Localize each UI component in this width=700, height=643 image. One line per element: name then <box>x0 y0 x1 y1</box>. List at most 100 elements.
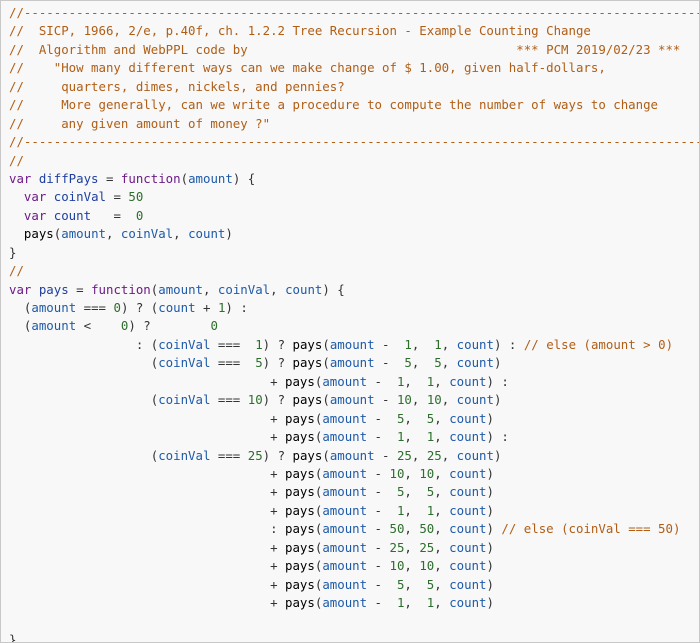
code-token-plain: : ( <box>9 336 159 352</box>
code-token-plain: ( <box>9 392 159 408</box>
code-token-plain: ) : <box>486 373 509 389</box>
code-line: + pays(amount - 1, 1, count) : <box>9 373 699 391</box>
code-token-prop: coinVal <box>158 447 211 463</box>
code-token-plain: , <box>404 539 420 555</box>
code-token-prop: count <box>449 502 487 518</box>
code-token-plain: = <box>105 189 129 205</box>
code-token-plain: ) <box>486 595 494 610</box>
code-token-num: 50 <box>419 521 435 537</box>
code-token-num: 25 <box>419 539 435 555</box>
code-line: pays(amount, coinVal, count) <box>9 225 699 243</box>
code-token-plain: + <box>9 484 286 500</box>
code-token-plain: - <box>367 465 390 481</box>
code-token-fn: pays <box>292 355 323 371</box>
code-token-prop: amount <box>322 373 368 389</box>
code-token-plain: , <box>411 336 435 352</box>
code-line: + pays(amount - 10, 10, count) <box>9 557 699 575</box>
code-token-prop: coinVal <box>120 226 174 242</box>
code-token-prop: count <box>456 355 494 371</box>
code-token-prop: count <box>449 373 487 389</box>
code-token-plain: ( <box>314 595 323 610</box>
code-line: // <box>9 262 699 280</box>
code-token-plain: , <box>404 558 420 574</box>
code-token-kw: function <box>91 281 151 297</box>
code-token-plain: ) ? ( <box>120 300 159 315</box>
code-token-prop: count <box>449 465 487 481</box>
code-token-plain: - <box>367 429 397 445</box>
code-token-num: 1 <box>426 595 435 610</box>
code-token-plain: ( <box>322 392 330 408</box>
code-token-num: 0 <box>135 207 144 223</box>
code-token-kw: function <box>120 170 181 186</box>
code-line: + pays(amount - 1, 1, count) <box>9 594 699 612</box>
code-token-num: 0 <box>120 318 129 334</box>
code-token-plain: + <box>9 502 286 518</box>
code-token-plain: ( <box>314 410 323 426</box>
code-token-plain: + <box>9 429 286 445</box>
code-token-num: 1 <box>396 373 405 389</box>
code-token-fn: pays <box>285 410 315 426</box>
code-line: + pays(amount - 1, 1, count) <box>9 502 699 520</box>
code-token-num: 1 <box>404 336 412 352</box>
code-token-prop: amount <box>31 300 77 315</box>
code-token-plain: ) <box>493 355 502 371</box>
code-token-num: 5 <box>396 484 405 500</box>
code-token-plain: , <box>270 281 286 297</box>
code-line: + pays(amount - 5, 5, count) <box>9 410 699 428</box>
code-token-plain: , <box>434 576 450 592</box>
code-token-num: 5 <box>426 576 435 592</box>
code-token-fn: pays <box>285 558 315 574</box>
code-token-prop: count <box>285 281 323 297</box>
code-token-num: 5 <box>434 355 442 371</box>
code-token-prop: amount <box>322 484 368 500</box>
code-token-plain: , <box>404 595 427 610</box>
code-token-num: 50 <box>389 521 405 537</box>
code-token-num: 50 <box>128 189 144 205</box>
code-token-plain <box>9 226 24 241</box>
code-token-plain: + <box>9 558 286 574</box>
code-token-plain: ) <box>486 502 494 518</box>
code-token-plain: ) ? <box>128 318 211 334</box>
code-token-prop: amount <box>322 576 368 592</box>
code-token-plain: , <box>434 373 450 389</box>
code-token-plain: ) { <box>232 170 256 186</box>
code-token-comment: // else (coinVal === 50) <box>501 521 681 537</box>
code-token-comment: // quarters, dimes, nickels, and pennies… <box>9 78 345 94</box>
code-token-plain: ( <box>314 484 323 500</box>
code-token-comment: // More generally, can we write a proced… <box>9 97 659 113</box>
code-token-num: 25 <box>396 447 412 463</box>
code-token-prop: coinVal <box>217 281 271 297</box>
code-token-plain: + <box>9 539 286 555</box>
code-token-plain: + <box>9 465 286 481</box>
code-line: + pays(amount - 5, 5, count) <box>9 576 699 594</box>
code-token-prop: amount <box>329 447 375 463</box>
code-token-fn: pays <box>285 521 315 537</box>
code-line: //--------------------------------------… <box>9 133 699 151</box>
code-token-plain: === <box>210 447 248 463</box>
code-line: // <box>9 152 699 170</box>
code-token-plain: ) <box>486 558 494 574</box>
code-token-plain: , <box>404 429 427 445</box>
code-token-plain: ) : <box>225 300 248 315</box>
code-token-plain: , <box>404 373 427 389</box>
code-token-plain: , <box>434 465 450 481</box>
code-token-prop: count <box>456 336 494 352</box>
code-line: // More generally, can we write a proced… <box>9 96 699 114</box>
code-token-num: 0 <box>210 318 218 334</box>
code-token-plain: ( <box>9 355 159 371</box>
code-token-plain: ) <box>486 410 494 426</box>
code-token-prop: count <box>449 595 487 610</box>
code-token-fn: pays <box>23 226 54 242</box>
code-token-plain: , <box>173 226 189 242</box>
code-token-plain: } <box>9 631 17 643</box>
code-token-prop: amount <box>158 281 203 297</box>
code-token-plain: ) ? <box>262 355 293 371</box>
code-token-plain: ( <box>322 355 330 371</box>
code-token-fn: pays <box>285 502 315 518</box>
code-token-var: pays <box>38 281 69 297</box>
code-line: } <box>9 244 699 262</box>
code-line: (coinVal === 5) ? pays(amount - 5, 5, co… <box>9 354 699 372</box>
code-token-plain: , <box>441 447 457 463</box>
code-line: (amount < 0) ? 0 <box>9 317 699 335</box>
